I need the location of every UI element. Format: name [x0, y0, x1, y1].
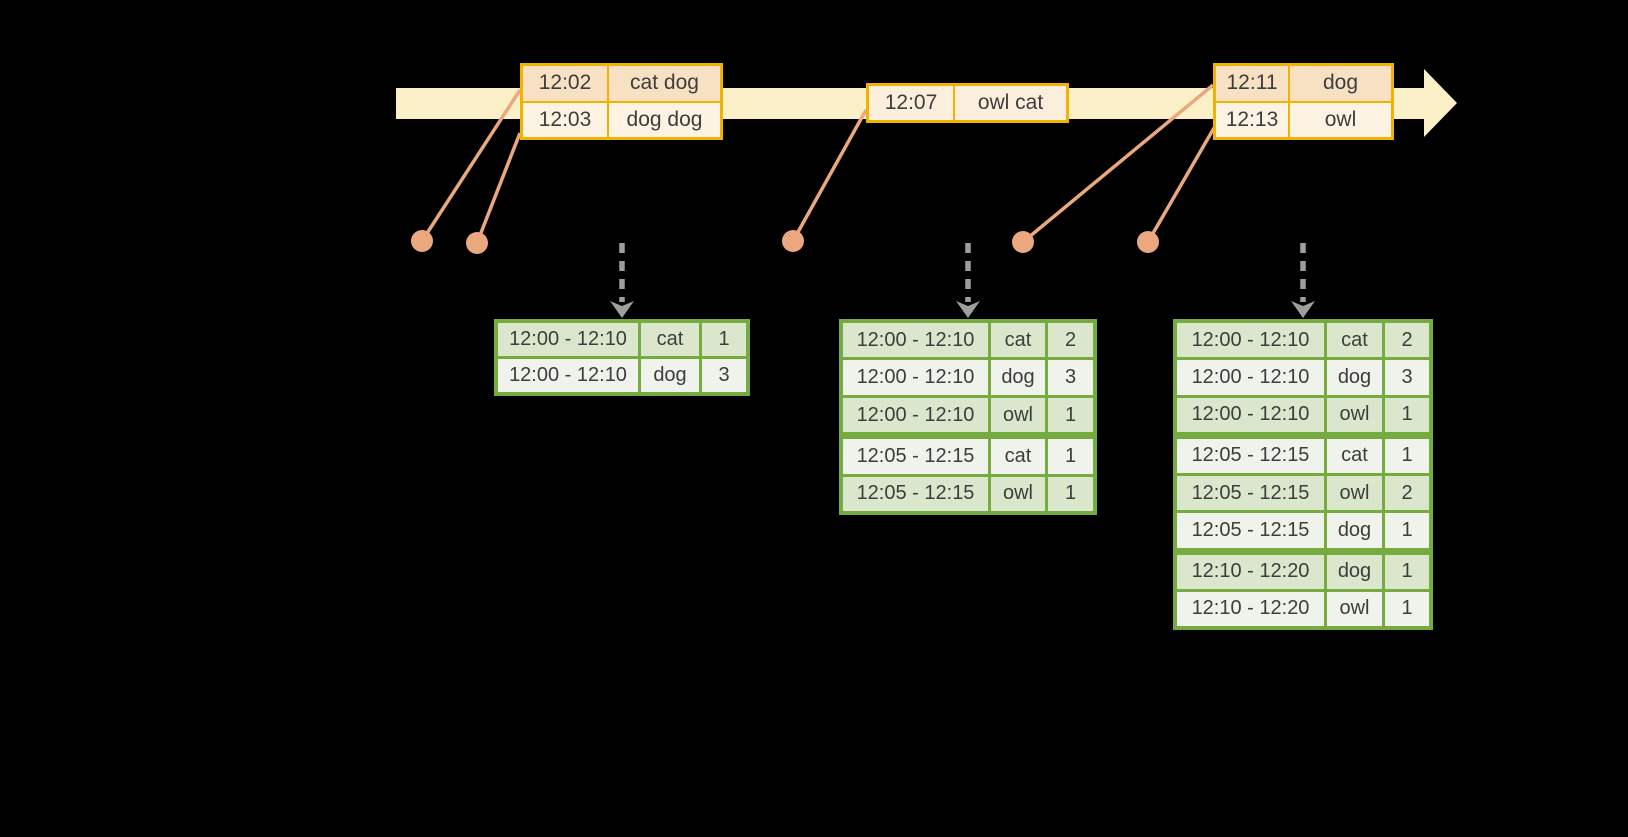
table-row: 12:00 - 12:10 dog 3 — [498, 359, 746, 392]
count-cell: 1 — [1048, 397, 1093, 433]
count-cell: 2 — [1048, 323, 1093, 358]
table-row: 12:05 - 12:15 owl 2 — [1177, 476, 1429, 511]
window-cell: 12:05 - 12:15 — [843, 439, 988, 474]
table-row: 12:00 - 12:10 dog 3 — [1177, 360, 1429, 395]
window-cell: 12:05 - 12:15 — [1177, 476, 1324, 511]
event-time-cell: 12:11 — [1216, 66, 1288, 101]
window-cell: 12:00 - 12:10 — [1177, 323, 1324, 358]
event-row: 12:07 owl cat — [869, 86, 1066, 120]
result-table-2: 12:00 - 12:10 cat 2 12:00 - 12:10 dog 3 … — [839, 319, 1097, 515]
event-row: 12:11 dog — [1216, 66, 1391, 101]
word-cell: dog — [641, 359, 699, 392]
word-cell: cat — [991, 439, 1045, 474]
table-row: 12:05 - 12:15 owl 1 — [843, 476, 1093, 512]
trigger-arrow-icon — [956, 301, 980, 318]
table-row: 12:10 - 12:20 owl 1 — [1177, 591, 1429, 626]
word-cell: dog — [1327, 554, 1382, 589]
window-cell: 12:00 - 12:10 — [1177, 360, 1324, 395]
word-cell: owl — [1327, 397, 1382, 432]
event-words-cell: owl cat — [955, 86, 1066, 120]
word-cell: cat — [1327, 438, 1382, 473]
count-cell: 1 — [1385, 591, 1429, 626]
word-cell: dog — [991, 360, 1045, 395]
event-table-2: 12:07 owl cat — [866, 83, 1069, 123]
event-table-1: 12:02 cat dog 12:03 dog dog — [520, 63, 723, 140]
window-cell: 12:05 - 12:15 — [1177, 438, 1324, 473]
window-cell: 12:00 - 12:10 — [1177, 397, 1324, 432]
count-cell: 1 — [1048, 439, 1093, 474]
event-dot-icon — [466, 232, 488, 254]
word-cell: cat — [1327, 323, 1382, 358]
word-cell: cat — [991, 323, 1045, 358]
event-dot-icon — [782, 230, 804, 252]
window-cell: 12:05 - 12:15 — [1177, 513, 1324, 548]
count-cell: 1 — [1385, 438, 1429, 473]
word-cell: owl — [1327, 476, 1382, 511]
window-cell: 12:00 - 12:10 — [843, 323, 988, 358]
table-row: 12:10 - 12:20 dog 1 — [1177, 554, 1429, 589]
event-dot-icon — [411, 230, 433, 252]
event-row: 12:13 owl — [1216, 102, 1391, 137]
count-cell: 1 — [1385, 513, 1429, 548]
word-cell: owl — [1327, 591, 1382, 626]
result-table-3: 12:00 - 12:10 cat 2 12:00 - 12:10 dog 3 … — [1173, 319, 1433, 630]
count-cell: 1 — [1048, 476, 1093, 512]
event-row: 12:02 cat dog — [523, 66, 720, 101]
table-row: 12:00 - 12:10 cat 2 — [843, 323, 1093, 358]
event-words-cell: dog dog — [609, 102, 720, 137]
event-dot-icon — [1012, 231, 1034, 253]
window-cell: 12:00 - 12:10 — [498, 359, 638, 392]
result-table-1: 12:00 - 12:10 cat 1 12:00 - 12:10 dog 3 — [494, 319, 750, 396]
word-cell: cat — [641, 323, 699, 356]
timeline-arrowhead-icon — [1424, 69, 1457, 137]
event-connector-line — [791, 109, 868, 242]
word-cell: owl — [991, 397, 1045, 433]
word-cell: dog — [1327, 360, 1382, 395]
window-cell: 12:10 - 12:20 — [1177, 591, 1324, 626]
count-cell: 3 — [1385, 360, 1429, 395]
window-cell: 12:05 - 12:15 — [843, 476, 988, 512]
trigger-arrow-icon — [610, 301, 634, 318]
event-connector-line — [1146, 127, 1216, 243]
count-cell: 3 — [702, 359, 746, 392]
table-row: 12:00 - 12:10 owl 1 — [1177, 397, 1429, 432]
count-cell: 1 — [1385, 554, 1429, 589]
word-cell: owl — [991, 476, 1045, 512]
trigger-arrow-icon — [1291, 301, 1315, 318]
window-cell: 12:10 - 12:20 — [1177, 554, 1324, 589]
count-cell: 2 — [1385, 476, 1429, 511]
table-row: 12:05 - 12:15 cat 1 — [1177, 438, 1429, 473]
event-words-cell: dog — [1290, 66, 1391, 101]
table-row: 12:05 - 12:15 dog 1 — [1177, 513, 1429, 548]
table-row: 12:05 - 12:15 cat 1 — [843, 439, 1093, 474]
event-time-cell: 12:03 — [523, 102, 607, 137]
count-cell: 1 — [1385, 397, 1429, 432]
word-cell: dog — [1327, 513, 1382, 548]
table-row: 12:00 - 12:10 cat 1 — [498, 323, 746, 356]
event-connector-line — [475, 132, 522, 244]
count-cell: 3 — [1048, 360, 1093, 395]
event-row: 12:03 dog dog — [523, 102, 720, 137]
table-row: 12:00 - 12:10 owl 1 — [843, 397, 1093, 433]
window-cell: 12:00 - 12:10 — [843, 360, 988, 395]
event-dot-icon — [1137, 231, 1159, 253]
event-table-3: 12:11 dog 12:13 owl — [1213, 63, 1394, 140]
window-cell: 12:00 - 12:10 — [498, 323, 638, 356]
event-words-cell: cat dog — [609, 66, 720, 101]
window-cell: 12:00 - 12:10 — [843, 397, 988, 433]
event-time-cell: 12:13 — [1216, 102, 1288, 137]
event-time-cell: 12:02 — [523, 66, 607, 101]
count-cell: 2 — [1385, 323, 1429, 358]
table-row: 12:00 - 12:10 cat 2 — [1177, 323, 1429, 358]
table-row: 12:00 - 12:10 dog 3 — [843, 360, 1093, 395]
count-cell: 1 — [702, 323, 746, 356]
event-time-cell: 12:07 — [869, 86, 953, 120]
event-words-cell: owl — [1290, 102, 1391, 137]
